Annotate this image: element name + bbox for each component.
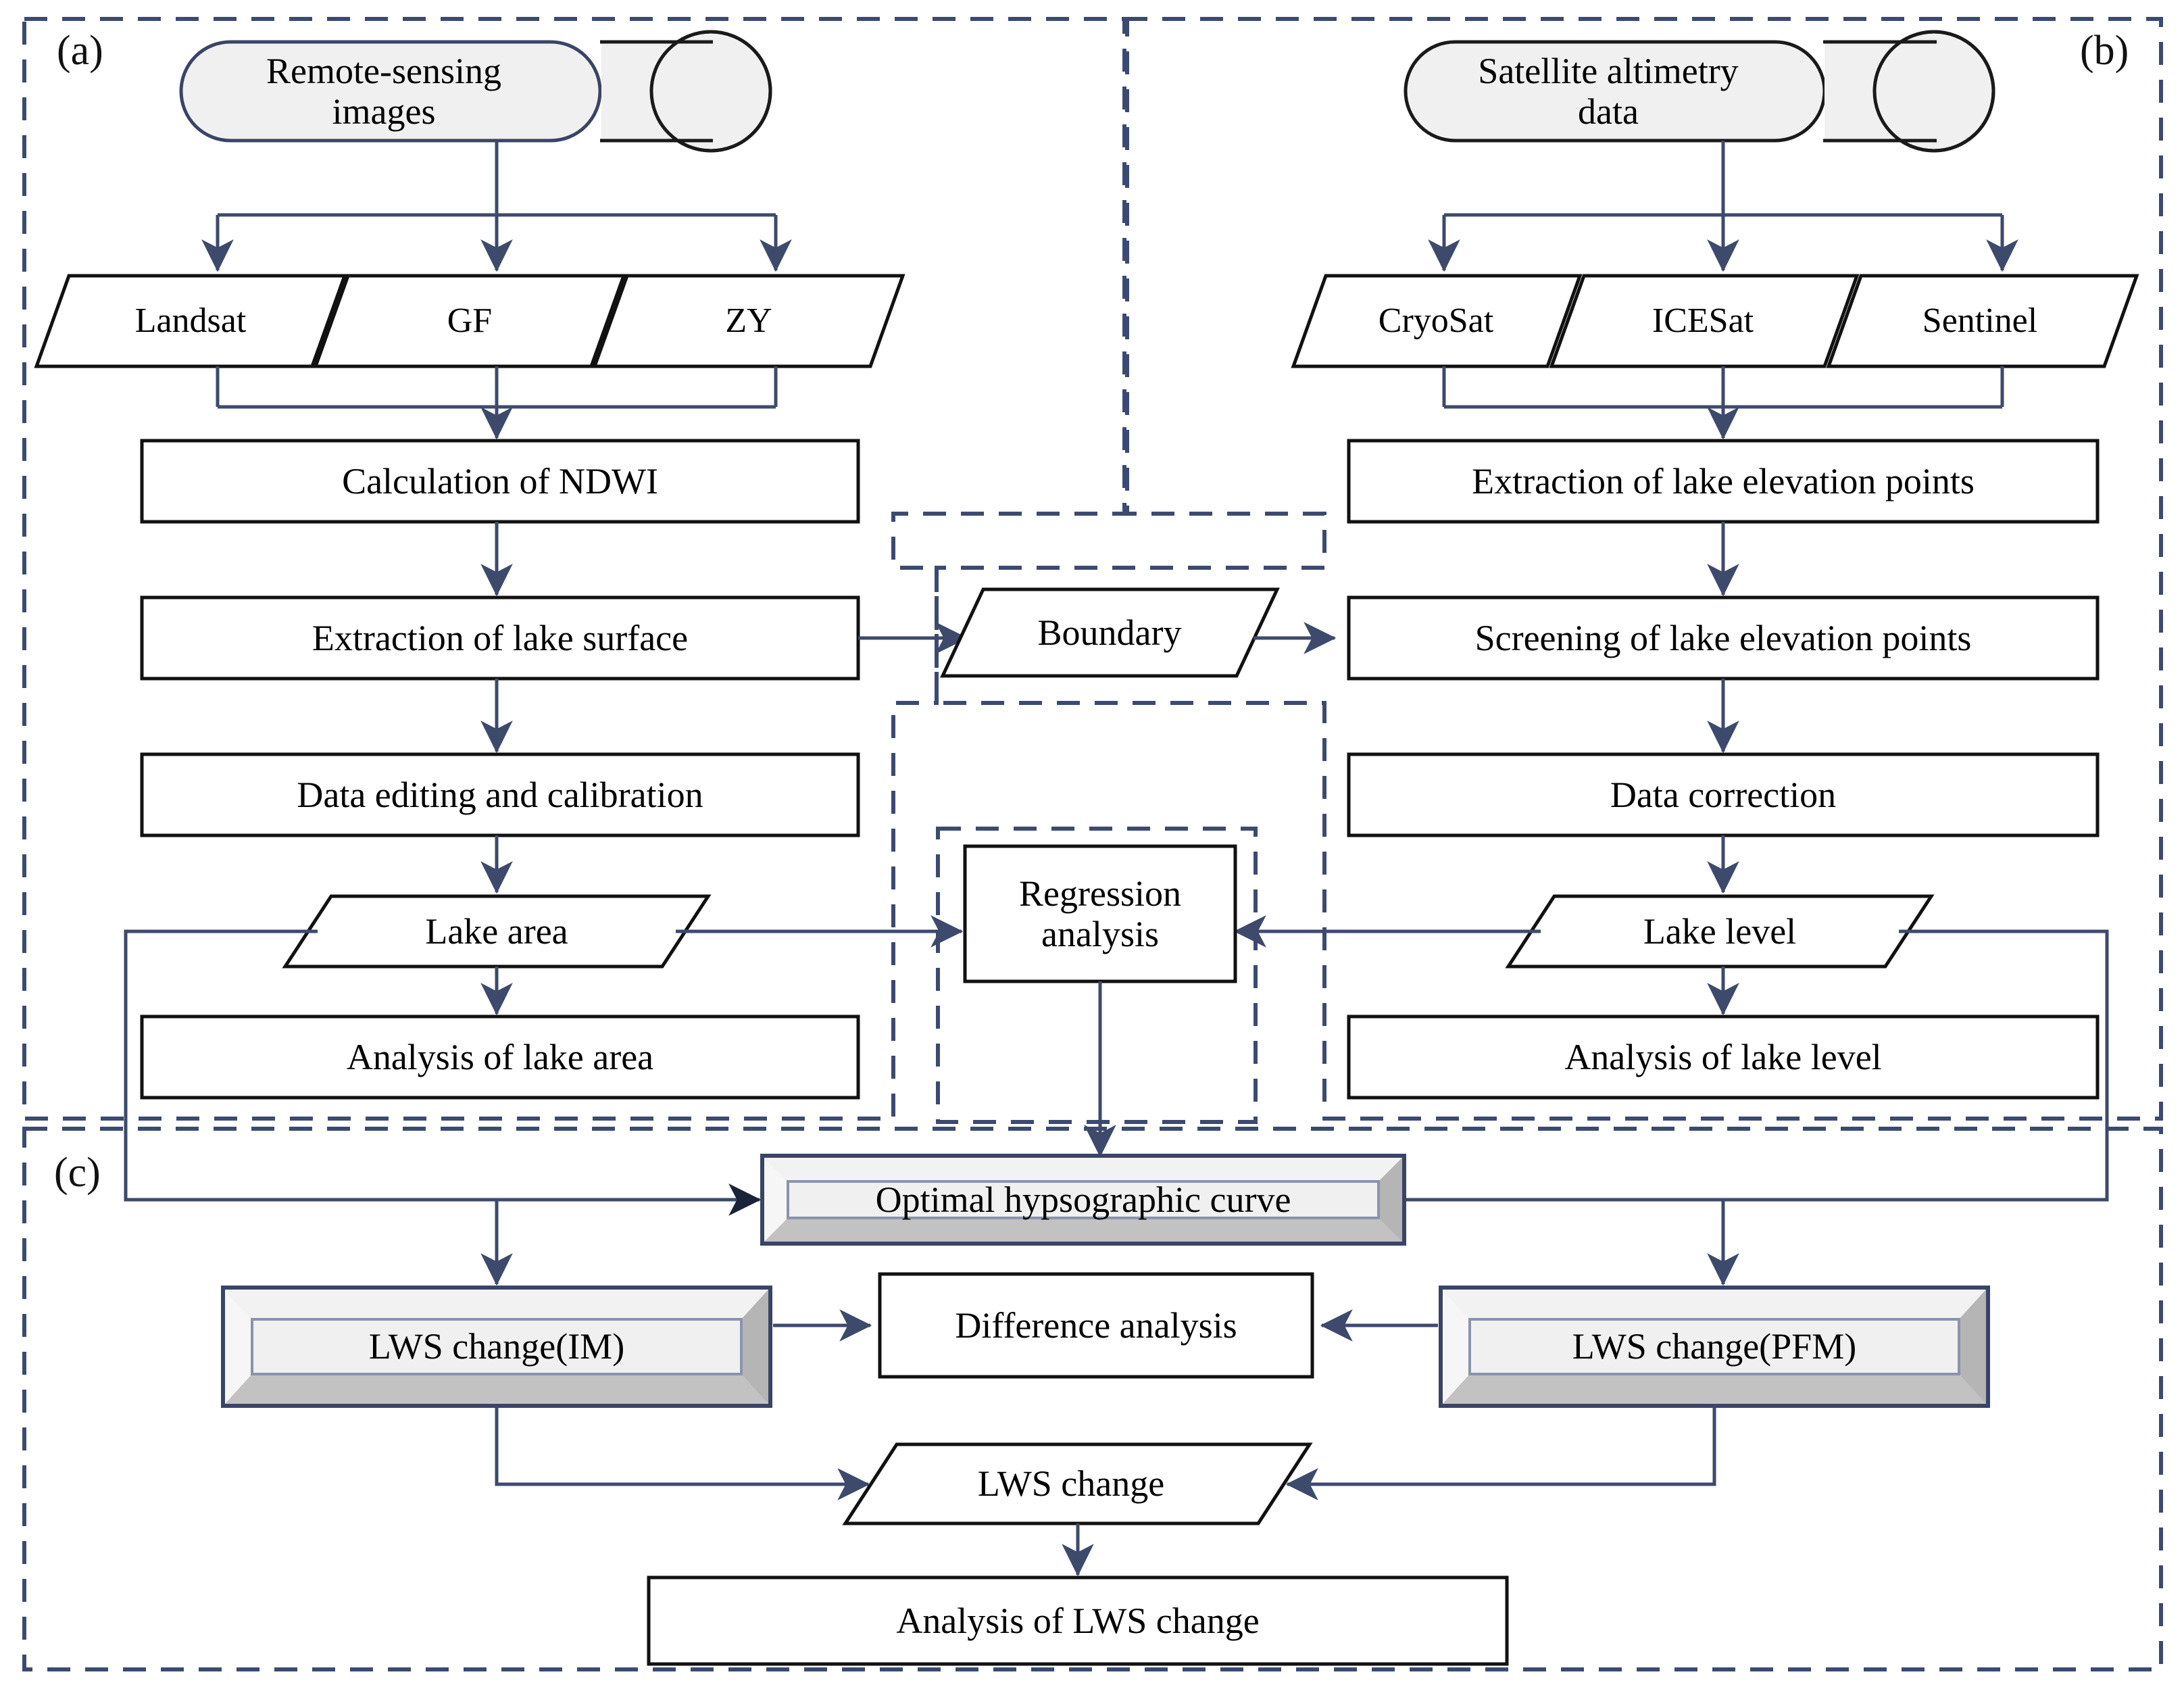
node-zy xyxy=(592,274,905,368)
node-lws-change-im xyxy=(221,1286,772,1408)
node-difference-analysis xyxy=(878,1272,1314,1379)
node-calculation-of-ndwi xyxy=(140,439,860,524)
node-extraction-of-lake-elevation-points xyxy=(1347,439,2100,524)
node-remote-sensing-images xyxy=(179,30,772,153)
panel-tag-b: (b) xyxy=(2080,28,2129,74)
node-extraction-of-lake-surface xyxy=(140,595,860,681)
node-cryosat xyxy=(1291,274,1583,368)
node-gf xyxy=(313,274,626,368)
node-boundary xyxy=(940,587,1280,678)
node-icesat xyxy=(1549,274,1860,368)
panel-tag-a: (a) xyxy=(57,28,103,74)
node-analysis-of-lake-level xyxy=(1347,1014,2100,1100)
node-screening-of-lake-elevation-points xyxy=(1347,595,2100,681)
node-lake-level xyxy=(1505,894,1935,969)
node-optimal-hypsographic-curve xyxy=(760,1154,1406,1246)
node-lws-change-pfm xyxy=(1439,1286,1990,1408)
node-lws-change xyxy=(842,1442,1313,1525)
node-data-correction xyxy=(1347,752,2100,837)
node-analysis-of-lake-area xyxy=(140,1014,860,1100)
regression-subpanel-dashed-border xyxy=(936,827,1258,1124)
node-data-editing-and-calibration xyxy=(140,752,860,837)
node-analysis-of-lws-change xyxy=(647,1575,1509,1666)
panel-tag-c: (c) xyxy=(54,1150,101,1196)
node-regression-analysis xyxy=(963,844,1237,983)
node-sentinel xyxy=(1826,274,2139,368)
node-lake-area xyxy=(282,894,712,969)
node-landsat xyxy=(34,274,347,368)
panel-a-dashed-border xyxy=(22,17,1129,1121)
node-satellite-altimetry-data xyxy=(1404,30,1995,153)
